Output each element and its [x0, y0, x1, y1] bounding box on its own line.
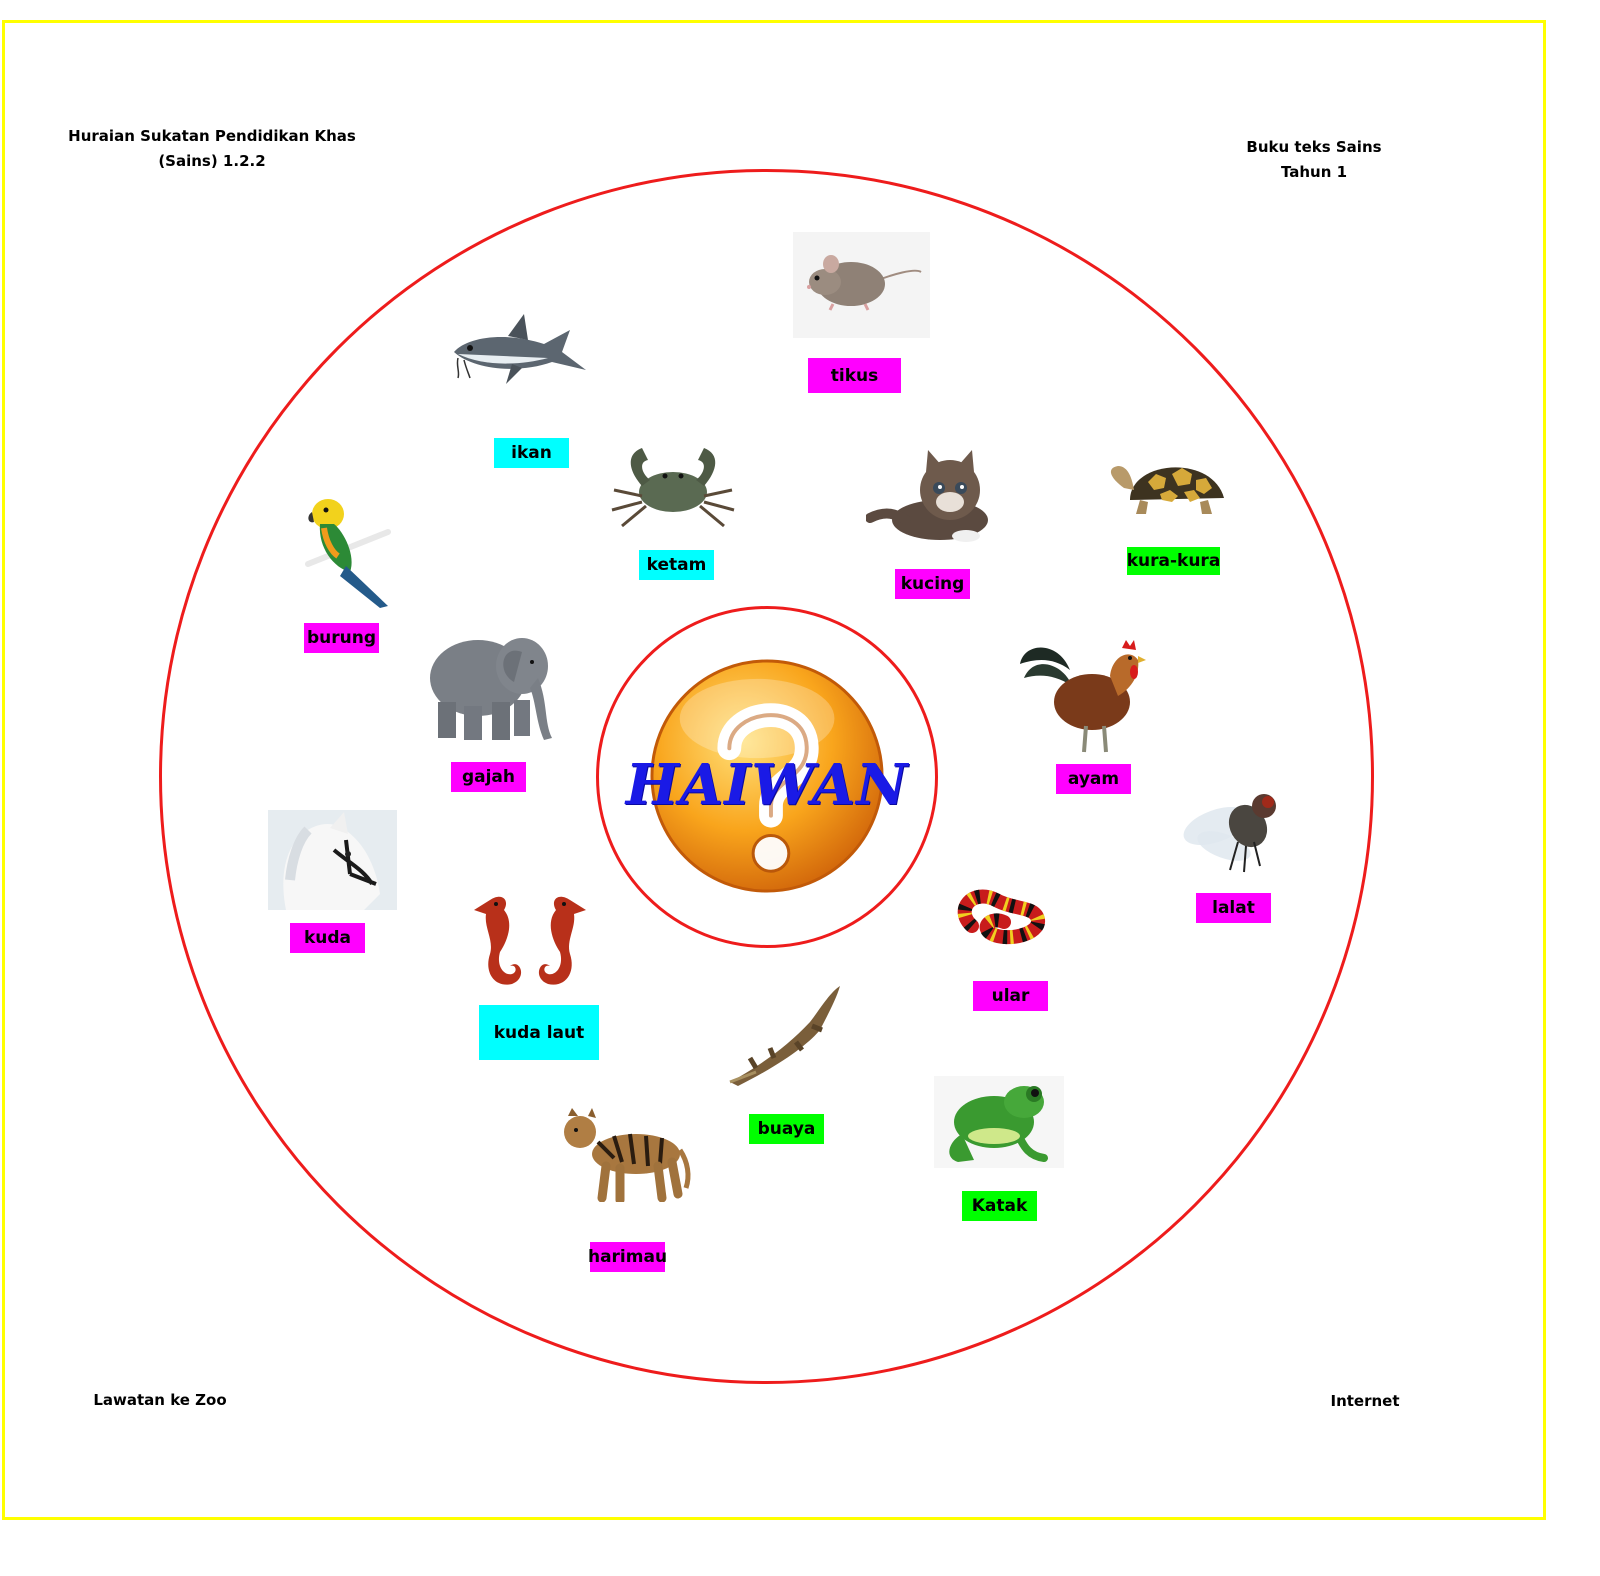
seahorse-icon: [468, 888, 592, 998]
label-burung: burung: [304, 623, 379, 653]
elephant-icon: [426, 622, 560, 744]
fly-icon: [1180, 780, 1284, 878]
label-tikus: tikus: [808, 358, 901, 393]
label-kuda-laut: kuda laut: [479, 1005, 599, 1060]
cat-icon: [866, 448, 1002, 548]
snake-icon: [952, 876, 1048, 952]
label-ketam: ketam: [639, 550, 714, 580]
source-top-right-line-2: Tahun 1: [1280, 163, 1348, 181]
label-ikan: ikan: [494, 438, 569, 468]
mouse-icon: [793, 232, 930, 338]
source-top-right: Buku teks Sains Tahun 1: [1214, 135, 1414, 185]
label-lalat: lalat: [1196, 893, 1271, 923]
source-top-left-line-1: Huraian Sukatan Pendidikan Khas: [68, 127, 356, 145]
label-buaya: buaya: [749, 1114, 824, 1144]
label-ayam: ayam: [1056, 764, 1131, 794]
frog-icon: [934, 1076, 1064, 1168]
crocodile-icon: [726, 982, 846, 1088]
label-kucing: kucing: [895, 569, 970, 599]
rooster-icon: [1014, 634, 1148, 758]
crab-icon: [602, 440, 744, 532]
label-ular: ular: [973, 981, 1048, 1011]
tortoise-icon: [1100, 438, 1256, 530]
parrot-icon: [300, 494, 398, 612]
tiger-icon: [558, 1102, 694, 1202]
horse-icon: [268, 810, 397, 910]
question-mark-icon: [648, 657, 886, 895]
source-top-right-line-1: Buku teks Sains: [1246, 138, 1382, 156]
label-katak: Katak: [962, 1191, 1037, 1221]
fish-icon: [448, 308, 590, 400]
label-harimau: harimau: [588, 1242, 667, 1272]
source-bottom-left: Lawatan ke Zoo: [93, 1391, 227, 1409]
page-frame: [2, 20, 1546, 1520]
label-kura-kura: kura-kura: [1127, 547, 1220, 575]
source-top-left-line-2: (Sains) 1.2.2: [158, 152, 266, 170]
label-kuda: kuda: [290, 923, 365, 953]
center-title: HAIWAN: [625, 752, 909, 818]
source-top-left: Huraian Sukatan Pendidikan Khas (Sains) …: [62, 124, 362, 174]
source-bottom-right: Internet: [1330, 1392, 1400, 1410]
label-gajah: gajah: [451, 762, 526, 792]
outer-ring: [159, 169, 1374, 1384]
inner-ring: [596, 606, 938, 948]
